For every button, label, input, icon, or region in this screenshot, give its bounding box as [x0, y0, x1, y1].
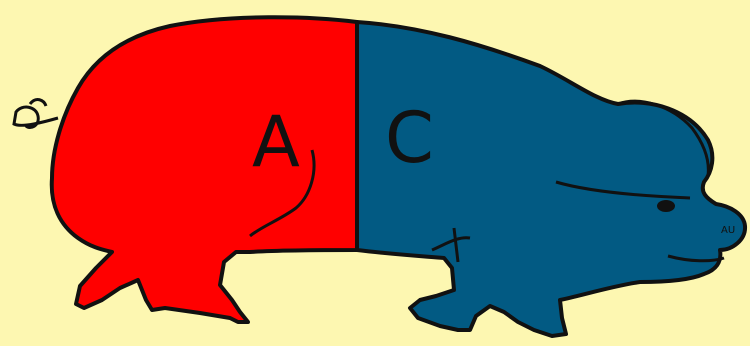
eye	[657, 200, 675, 212]
snout-label: AU	[721, 225, 735, 236]
tail-curl	[14, 100, 58, 128]
region-a-hindquarters	[52, 17, 357, 322]
region-c-forequarters	[357, 22, 745, 336]
region-c-label: C	[385, 97, 434, 179]
region-a-label: A	[252, 101, 300, 183]
